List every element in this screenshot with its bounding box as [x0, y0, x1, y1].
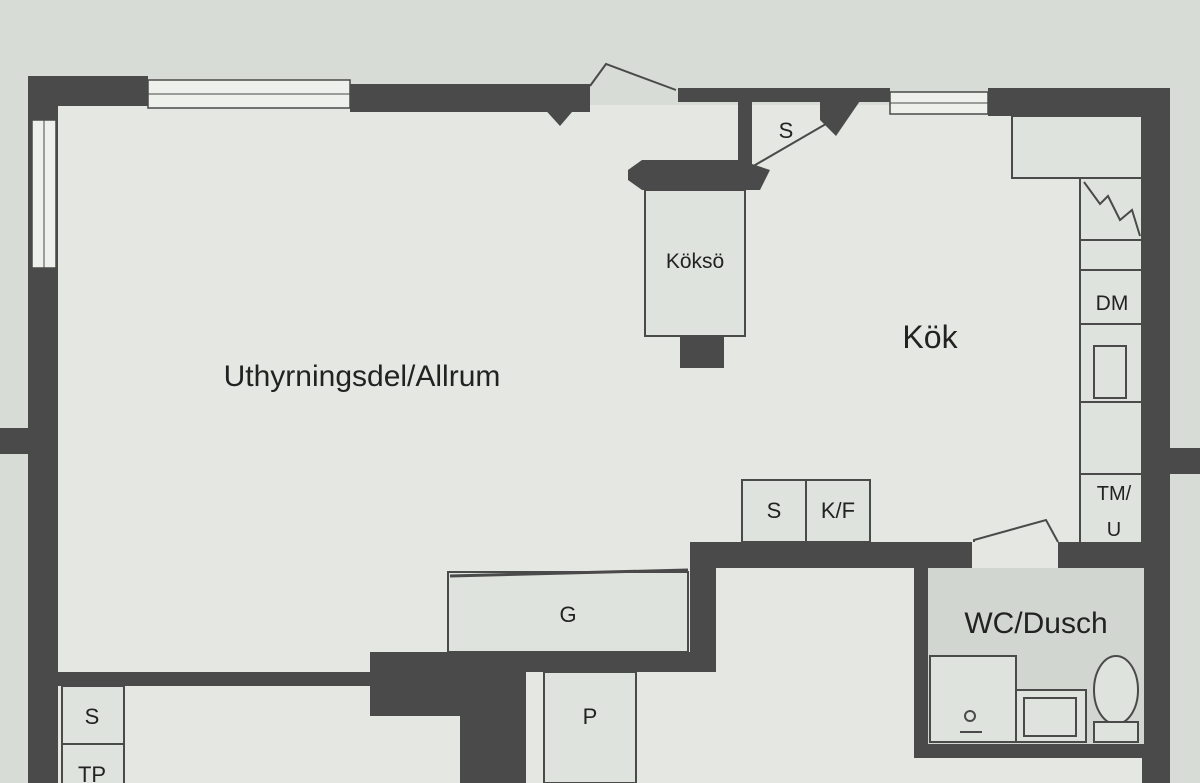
fridge-label: K/F: [821, 498, 855, 523]
windows: [31, 79, 989, 269]
kitchen-counter: S K/F: [741, 479, 871, 543]
sink-label: S: [767, 498, 782, 523]
kitchen-island-label: Köksö: [666, 250, 724, 273]
tp-label: TP: [78, 762, 106, 783]
cabinet-p: P: [543, 671, 637, 783]
wardrobe-label: G: [559, 602, 576, 627]
dishwasher-label: DM: [1096, 292, 1129, 315]
wc-label: WC/Dusch: [964, 607, 1107, 640]
storage-top-label: S: [779, 118, 794, 143]
wardrobe: G: [447, 568, 689, 653]
storage-left-label: S: [85, 704, 100, 729]
interior-walls: [58, 542, 1144, 783]
bottom-left-storage: S TP: [61, 685, 125, 783]
wc-room: WC/Dusch: [928, 568, 1144, 744]
kitchen-label: Kök: [902, 319, 958, 355]
cabinet-p-label: P: [583, 704, 598, 729]
entry-door: [589, 62, 677, 91]
tmu-label-line2: U: [1107, 519, 1121, 541]
kitchen-island: Köksö: [644, 189, 746, 368]
kitchen-cabinets: DM TM/ U: [1011, 115, 1143, 545]
tmu-label-line1: TM/: [1097, 483, 1132, 505]
allrum-label: Uthyrningsdel/Allrum: [224, 360, 501, 393]
storage-top: S: [628, 98, 862, 190]
wc-door: [973, 518, 1059, 543]
